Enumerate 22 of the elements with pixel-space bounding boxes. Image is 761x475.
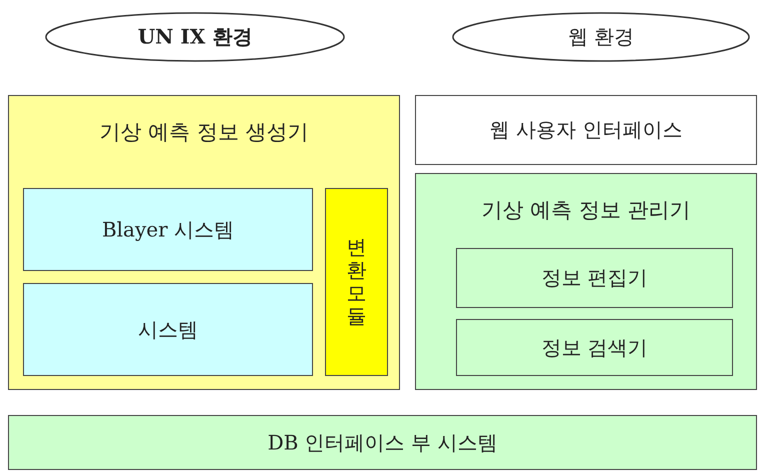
box-label: 시스템 <box>138 316 198 343</box>
ellipse-label <box>45 12 345 62</box>
box-label: DB 인터페이스 부 시스템 <box>268 429 498 456</box>
module-box <box>23 283 313 376</box>
component-box <box>415 95 757 165</box>
box-label: 기상 예측 정보 생성기 <box>98 119 310 146</box>
box-label: 정보 편집기 <box>541 264 648 292</box>
box-label: 정보 검색기 <box>541 334 648 361</box>
module-box <box>325 188 388 376</box>
module-box <box>456 248 733 308</box>
box-label: 웹 사용자 인터페이스 <box>490 116 682 144</box>
box-label: 기상 예측 정보 관리기 <box>480 197 692 224</box>
box-label: 웹 환경 <box>568 24 634 50</box>
component-panel <box>8 95 400 390</box>
box-label: Blayer 시스템 <box>102 216 234 243</box>
ellipse-label <box>452 12 750 62</box>
component-panel <box>415 173 757 390</box>
module-box <box>23 188 313 271</box>
component-box <box>8 415 757 470</box>
module-box <box>456 319 733 376</box>
box-label: UN IX 환경 <box>138 24 252 50</box>
box-label: 변환모듈 <box>346 236 368 328</box>
